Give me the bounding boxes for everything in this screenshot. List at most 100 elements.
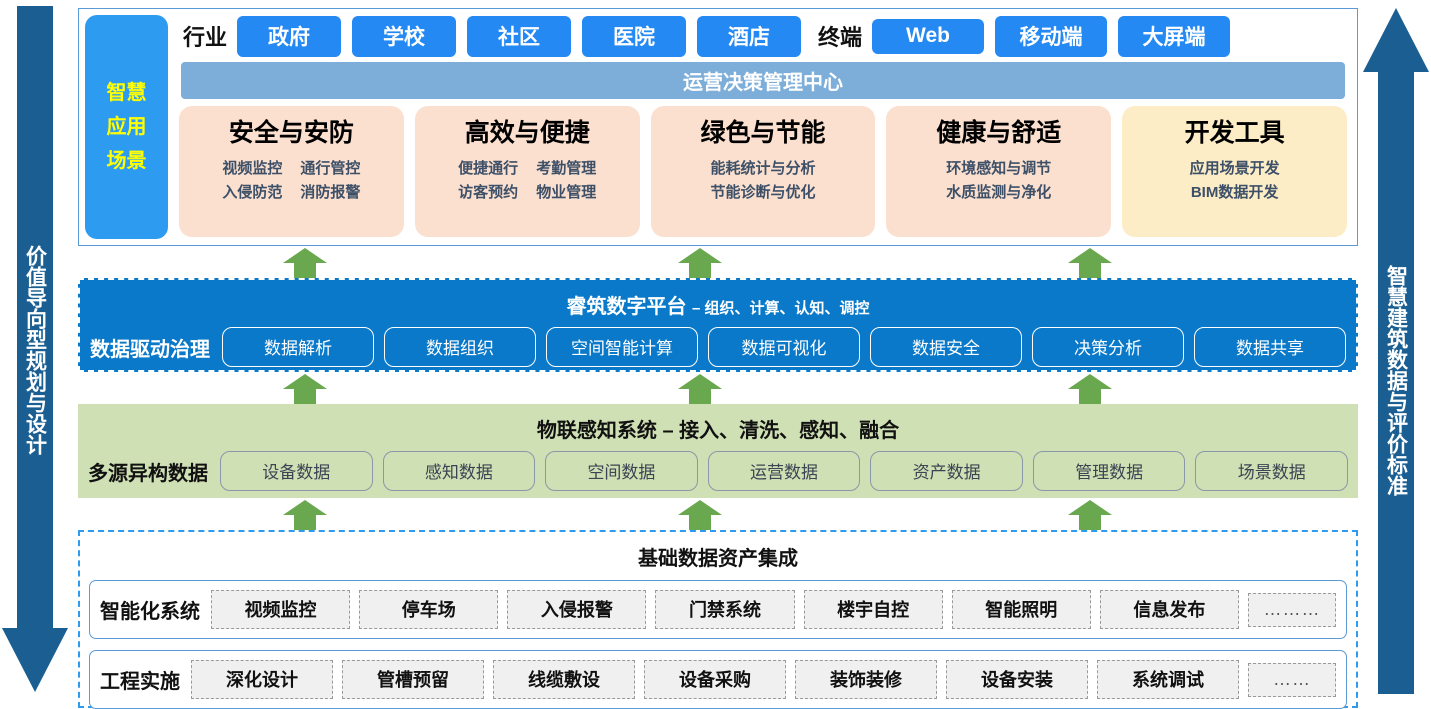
up-arrow-icon: [283, 374, 327, 404]
intelligent-systems-lead-label: 智能化系统: [100, 601, 200, 623]
right-arrow-shape: [1363, 8, 1429, 694]
scenario-subitem: 节能诊断与优化: [710, 184, 816, 201]
scenario-card-efficiency[interactable]: 高效与便捷 便捷通行 访客预约 考勤管理 物业管理: [414, 106, 640, 237]
scenario-card-dev-tools[interactable]: 开发工具 应用场景开发 BIM数据开发: [1122, 106, 1347, 237]
engineering-item-cable-laying[interactable]: 线缆敷设: [493, 660, 635, 699]
scenario-subitem: BIM数据开发: [1190, 184, 1279, 201]
up-arrow-icon: [678, 248, 722, 278]
scenario-card-green-energy[interactable]: 绿色与节能 能耗统计与分析 节能诊断与优化: [650, 106, 876, 237]
intelligent-systems-more-indicator: ………: [1247, 592, 1336, 627]
iot-item-operations-data[interactable]: 运营数据: [707, 451, 861, 491]
side-label-line-1: 智慧: [106, 82, 147, 104]
scenario-subitem: 环境感知与调节: [946, 160, 1052, 177]
platform-item-data-security[interactable]: 数据安全: [870, 327, 1022, 367]
engineering-item-equipment-procurement[interactable]: 设备采购: [644, 660, 786, 699]
up-arrow-icon: [1068, 248, 1112, 278]
up-arrow-icon: [1068, 374, 1112, 404]
iot-item-asset-data[interactable]: 资产数据: [870, 451, 1023, 491]
industry-terminal-chip-row: 行业 政府 学校 社区 医院 酒店 终端 Web 移动端 大屏端: [177, 15, 1349, 57]
iot-title-main: 物联感知系统: [536, 420, 657, 442]
up-arrow-icon: [1068, 500, 1112, 530]
scenario-card-title: 健康与舒适: [936, 119, 1062, 147]
engineering-lead-label: 工程实施: [100, 671, 180, 693]
scenario-card-security[interactable]: 安全与安防 视频监控 入侵防范 通行管控 消防报警: [179, 106, 404, 237]
terminal-label: 终端: [818, 25, 863, 50]
industry-chip-hospital[interactable]: 医院: [582, 15, 687, 57]
up-arrow-icon: [678, 374, 722, 404]
iot-sensing-layer: 物联感知系统 – 接入、清洗、感知、融合 多源异构数据 设备数据 感知数据 空间…: [78, 404, 1358, 498]
terminal-chip-web[interactable]: Web: [872, 18, 985, 54]
connector-row-platform-to-application: [78, 246, 1358, 278]
scenario-card-subitems: 便捷通行 访客预约 考勤管理 物业管理: [458, 157, 596, 205]
scenario-card-title: 绿色与节能: [700, 119, 826, 147]
right-standard-arrow: 智慧建筑数据与评价标准: [1361, 0, 1431, 700]
iot-item-spatial-data[interactable]: 空间数据: [545, 451, 698, 491]
left-arrow-label: 价值导向型规划与设计: [23, 245, 47, 455]
platform-layer: 睿筑数字平台 – 组织、计算、认知、调控 数据驱动治理 数据解析 数据组织 空间…: [78, 278, 1358, 372]
scenario-card-title: 安全与安防: [228, 119, 354, 147]
left-value-arrow: 价值导向型规划与设计: [0, 0, 70, 700]
scenario-card-subitems: 环境感知与调节 水质监测与净化: [946, 157, 1051, 205]
industry-chip-government[interactable]: 政府: [237, 15, 342, 57]
intelligent-system-video-surveillance[interactable]: 视频监控: [211, 590, 351, 629]
intelligent-system-smart-lighting[interactable]: 智能照明: [951, 590, 1091, 629]
iot-title-sub: – 接入、清洗、感知、融合: [662, 420, 900, 442]
platform-item-data-visualization[interactable]: 数据可视化: [708, 327, 860, 367]
left-arrow-shape: [2, 6, 68, 692]
scenario-subitem: 访客预约: [458, 184, 519, 201]
base-layer-title: 基础数据资产集成: [638, 548, 798, 570]
scenario-subitem: 便捷通行: [458, 160, 519, 177]
operations-decision-center-bar: 运营决策管理中心: [181, 62, 1345, 99]
side-label-line-3: 场景: [106, 150, 147, 172]
up-arrow-icon: [283, 248, 327, 278]
iot-data-source-row: 多源异构数据 设备数据 感知数据 空间数据 运营数据 资产数据 管理数据 场景数…: [88, 451, 1349, 491]
intelligent-system-access-control[interactable]: 门禁系统: [655, 590, 795, 629]
scenario-card-title: 开发工具: [1184, 119, 1285, 147]
iot-item-management-data[interactable]: 管理数据: [1032, 451, 1186, 491]
application-layer-content: 行业 政府 学校 社区 医院 酒店 终端 Web 移动端 大屏端 运营决策管理中…: [177, 15, 1349, 239]
terminal-chip-large-screen[interactable]: 大屏端: [1118, 15, 1231, 57]
engineering-item-conduit-reservation[interactable]: 管槽预留: [342, 660, 484, 699]
platform-capability-row: 数据驱动治理 数据解析 数据组织 空间智能计算 数据可视化 数据安全 决策分析 …: [90, 327, 1346, 367]
engineering-item-detailed-design[interactable]: 深化设计: [191, 660, 333, 699]
platform-item-data-organization[interactable]: 数据组织: [384, 327, 536, 367]
scenario-card-subitems: 应用场景开发 BIM数据开发: [1190, 157, 1280, 205]
engineering-item-decoration[interactable]: 装饰装修: [795, 660, 937, 699]
engineering-more-indicator: ……: [1248, 662, 1336, 697]
scenario-subitem: 视频监控: [222, 160, 283, 177]
intelligent-system-building-automation[interactable]: 楼宇自控: [803, 590, 943, 629]
terminal-chip-mobile[interactable]: 移动端: [995, 15, 1108, 57]
scenario-subitem: 考勤管理: [536, 160, 597, 177]
platform-item-data-sharing[interactable]: 数据共享: [1194, 327, 1346, 367]
iot-item-scenario-data[interactable]: 场景数据: [1195, 451, 1349, 491]
scenario-subitem: 应用场景开发: [1189, 160, 1280, 177]
intelligent-system-intrusion-alarm[interactable]: 入侵报警: [507, 590, 647, 629]
scenario-subitem: 物业管理: [536, 184, 597, 201]
platform-title-sub: – 组织、计算、认知、调控: [692, 300, 870, 317]
scenario-subitem: 通行管控: [300, 160, 361, 177]
intelligent-system-information-release[interactable]: 信息发布: [1099, 590, 1239, 629]
iot-item-sensing-data[interactable]: 感知数据: [382, 451, 536, 491]
platform-item-spatial-computing[interactable]: 空间智能计算: [546, 327, 698, 367]
iot-layer-title: 物联感知系统 – 接入、清洗、感知、融合: [88, 414, 1348, 443]
intelligent-system-parking[interactable]: 停车场: [359, 590, 499, 629]
platform-item-data-parsing[interactable]: 数据解析: [222, 327, 374, 367]
up-arrow-icon: [283, 500, 327, 530]
scenario-card-health-comfort[interactable]: 健康与舒适 环境感知与调节 水质监测与净化: [886, 106, 1112, 237]
base-data-asset-layer: 基础数据资产集成 智能化系统 视频监控 停车场 入侵报警 门禁系统 楼宇自控 智…: [78, 530, 1358, 709]
side-label-line-2: 应用: [106, 116, 147, 138]
scenario-subitem: 水质监测与净化: [946, 184, 1052, 201]
industry-chip-school[interactable]: 学校: [352, 15, 457, 57]
up-arrow-icon: [678, 500, 722, 530]
platform-item-decision-analysis[interactable]: 决策分析: [1032, 327, 1184, 367]
platform-lead-label: 数据驱动治理: [90, 338, 210, 361]
industry-chip-hotel[interactable]: 酒店: [697, 15, 802, 57]
engineering-item-equipment-installation[interactable]: 设备安装: [946, 660, 1088, 699]
industry-chip-community[interactable]: 社区: [467, 15, 572, 57]
scenario-card-subitems: 视频监控 入侵防范 通行管控 消防报警: [222, 157, 360, 205]
iot-item-device-data[interactable]: 设备数据: [220, 451, 373, 491]
application-layer: 智慧 应用 场景 行业 政府 学校 社区 医院 酒店 终端 Web 移动端 大屏…: [78, 8, 1358, 246]
engineering-item-system-commissioning[interactable]: 系统调试: [1097, 660, 1239, 699]
scenario-card-subitems: 能耗统计与分析 节能诊断与优化: [710, 157, 815, 205]
